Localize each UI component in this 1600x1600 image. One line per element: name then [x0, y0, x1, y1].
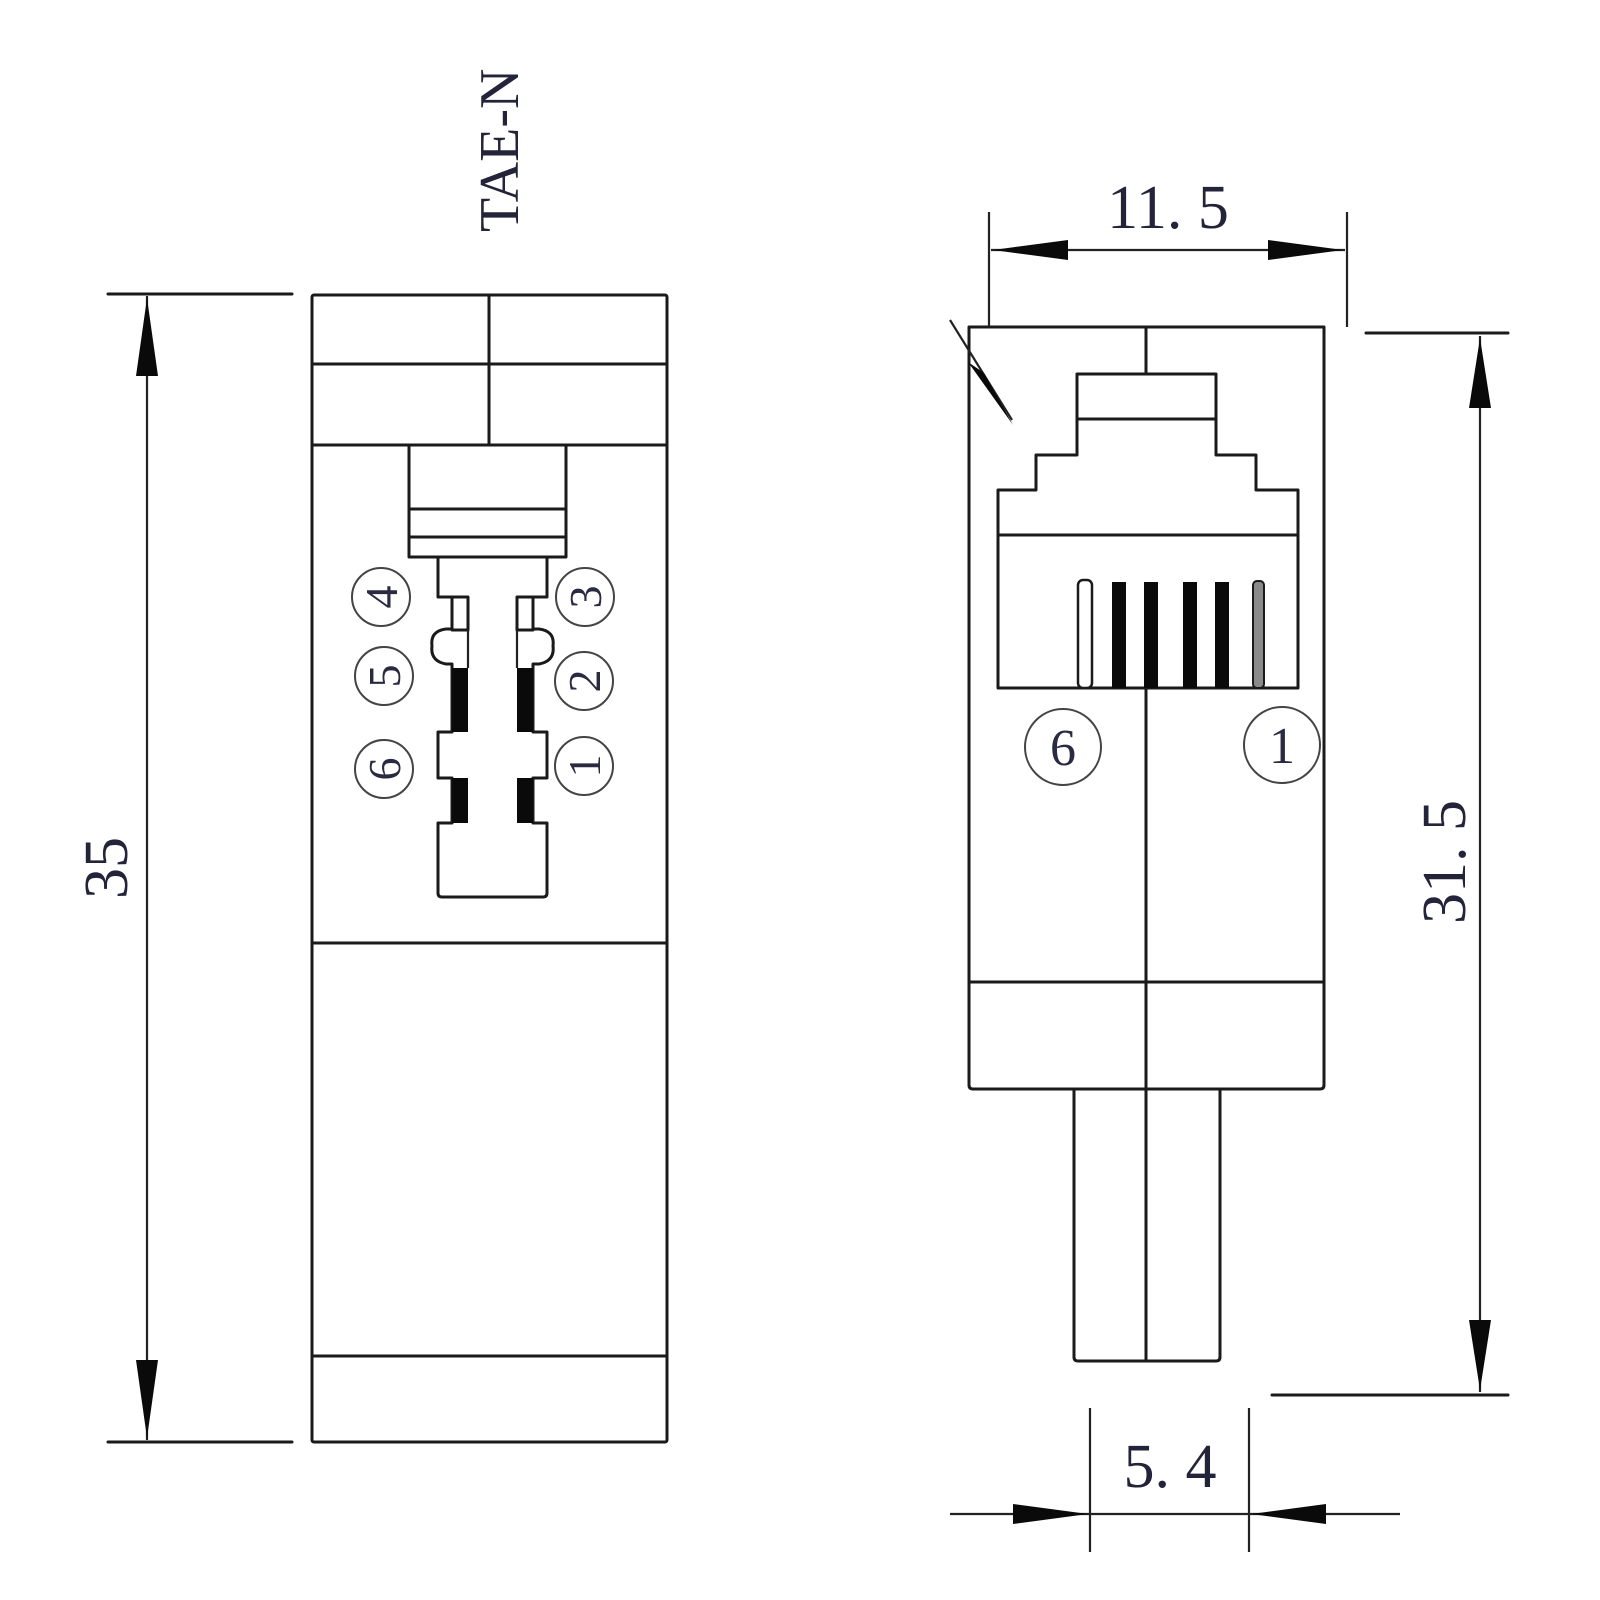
pin-label-5: 5: [354, 646, 414, 706]
pin-label-3: 3: [555, 567, 615, 627]
dimension-width-5-4: 5. 4: [950, 1408, 1400, 1552]
left-view-tae-plug: [310, 293, 669, 1444]
svg-text:4: 4: [356, 586, 407, 609]
svg-text:6: 6: [359, 758, 410, 781]
svg-text:31. 5: 31. 5: [1411, 800, 1479, 924]
svg-text:2: 2: [559, 670, 610, 693]
svg-text:35: 35: [73, 837, 141, 899]
dimension-height-31-5: 31. 5: [1270, 331, 1510, 1397]
svg-text:1: 1: [559, 755, 610, 778]
pin-label-2: 2: [554, 651, 614, 711]
pin-label-6-right: 6: [1024, 708, 1102, 786]
leader-arrow: [949, 319, 1013, 425]
pin-label-1-left: 1: [554, 736, 614, 796]
svg-text:TAE-N: TAE-N: [469, 69, 531, 232]
dimension-width-11-5: 11. 5: [987, 174, 1349, 327]
svg-text:11. 5: 11. 5: [1107, 174, 1229, 242]
title-label: TAE-N: [469, 69, 531, 232]
svg-text:1: 1: [1269, 718, 1295, 775]
svg-text:3: 3: [560, 586, 611, 609]
dimension-height-35: 35: [73, 292, 294, 1444]
right-view-rj-plug: [967, 325, 1326, 1363]
svg-text:6: 6: [1050, 720, 1076, 777]
pin-label-4: 4: [351, 567, 411, 627]
pin-label-1-right: 1: [1243, 706, 1321, 784]
svg-text:5. 4: 5. 4: [1124, 1433, 1217, 1501]
svg-text:5: 5: [359, 665, 410, 688]
pin-label-6-left: 6: [354, 739, 414, 799]
